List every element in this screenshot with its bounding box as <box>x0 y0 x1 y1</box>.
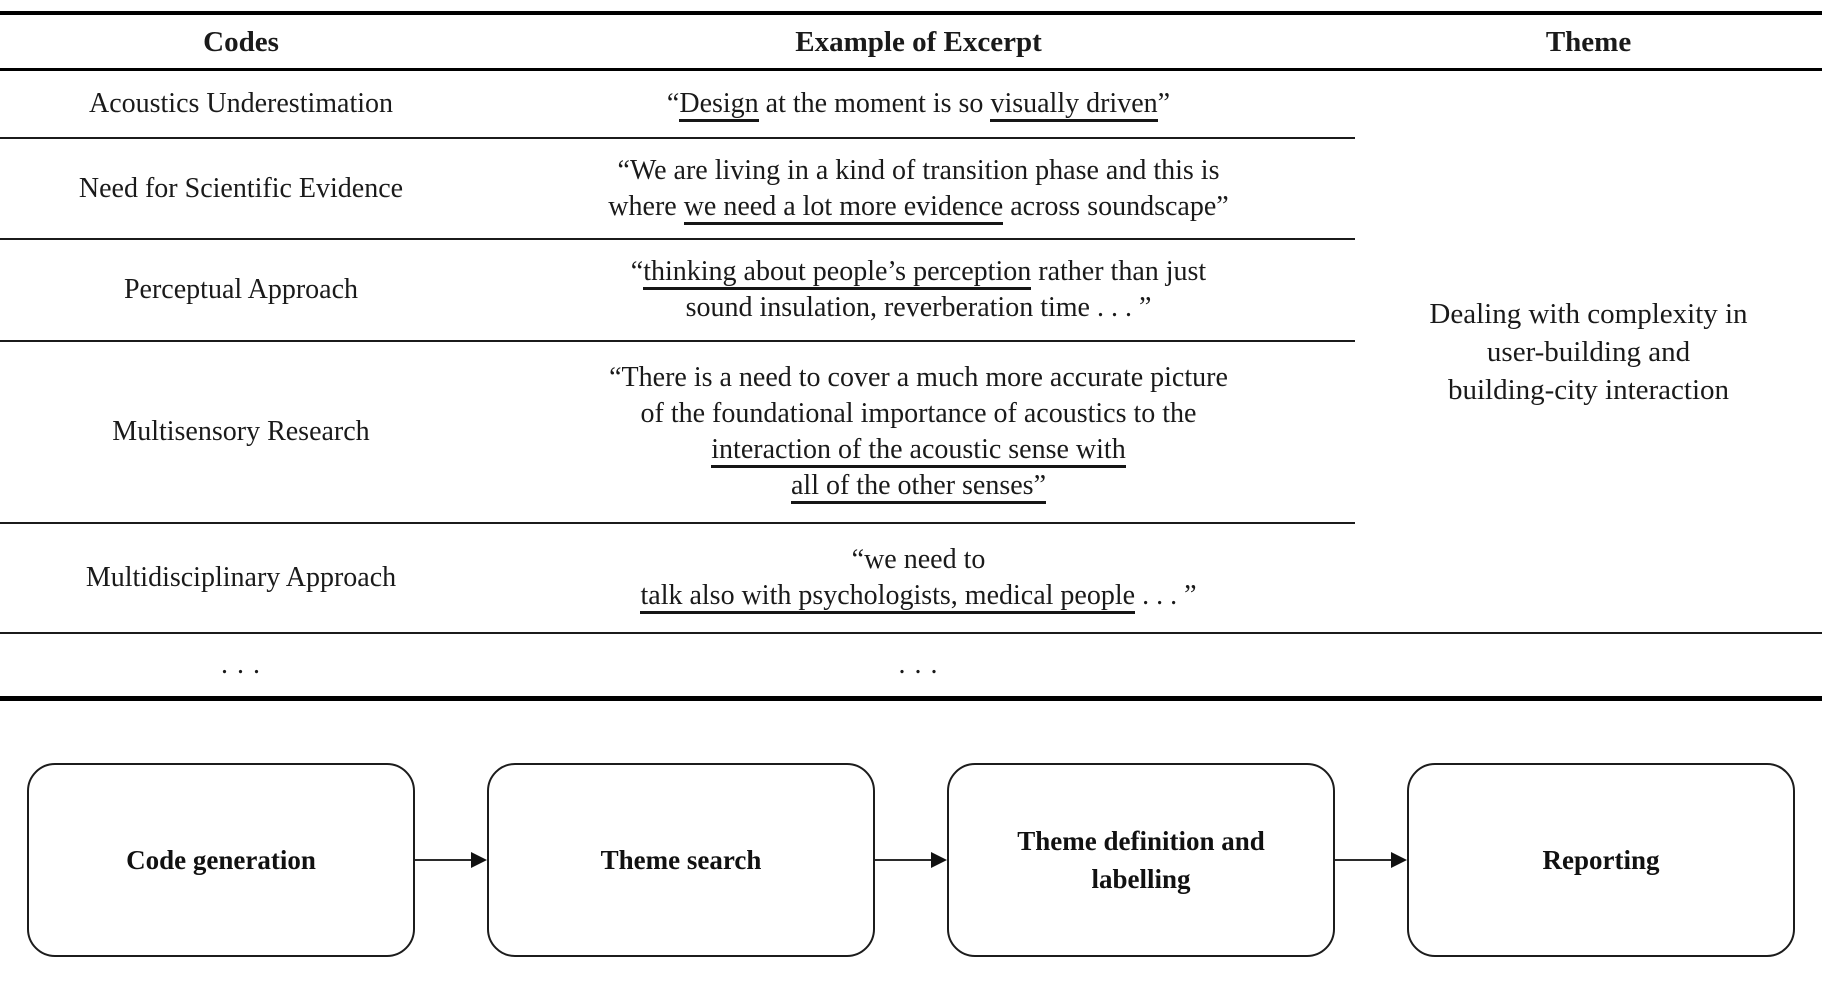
code-cell: Multisensory Research <box>0 342 482 524</box>
code-cell: Perceptual Approach <box>0 240 482 342</box>
underlined-phrase: thinking about people’s perception <box>643 256 1032 290</box>
flowchart-step-label: Code generation <box>126 845 316 875</box>
excerpt-cell: “We are living in a kind of transition p… <box>482 139 1355 240</box>
excerpt-cell: “There is a need to cover a much more ac… <box>482 342 1355 524</box>
arrow-right-icon <box>875 763 947 957</box>
excerpt-line: interaction of the acoustic sense with <box>711 432 1126 468</box>
theme-line: user-building and <box>1486 335 1691 368</box>
excerpt-line: all of the other senses” <box>790 468 1047 504</box>
flowchart-step-theme-search: Theme search <box>487 763 875 957</box>
arrow-right-icon <box>415 763 487 957</box>
codes-theme-table: Codes Example of Excerpt Theme Dealing w… <box>0 11 1822 701</box>
excerpt-line: where we need a lot more evidence across… <box>608 189 1229 225</box>
arrow-line <box>875 858 932 862</box>
code-cell: Acoustics Underestimation <box>0 71 482 139</box>
underlined-phrase: visually driven <box>990 88 1158 122</box>
arrow-line <box>1335 858 1392 862</box>
flowchart-step-label: Reporting <box>1542 845 1660 875</box>
underlined-phrase: talk also with psychologists, medical pe… <box>640 580 1136 614</box>
arrow-head-icon <box>931 852 947 868</box>
column-header-theme: Theme <box>1355 15 1822 71</box>
code-cell: Need for Scientific Evidence <box>0 139 482 240</box>
excerpt-line: “we need to <box>851 544 986 575</box>
excerpt-cell: “Design at the moment is so visually dri… <box>482 71 1355 139</box>
excerpt-line: “There is a need to cover a much more ac… <box>609 362 1228 393</box>
theme-cell: Dealing with complexity in user-building… <box>1355 71 1822 634</box>
underlined-phrase: interaction of the acoustic sense with <box>711 434 1126 468</box>
arrow-right-icon <box>1335 763 1407 957</box>
arrow-head-icon <box>471 852 487 868</box>
flowchart-step-code-generation: Code generation <box>27 763 415 957</box>
flowchart: Code generation Theme search Theme definit… <box>0 763 1822 957</box>
underlined-phrase: we need a lot more evidence <box>683 190 1004 225</box>
excerpt-line: sound insulation, reverberation time . .… <box>685 292 1152 323</box>
ellipsis-codes-cell: . . . <box>221 649 261 680</box>
excerpt-line: “thinking about people’s perception rath… <box>631 254 1206 290</box>
flowchart-step-reporting: Reporting <box>1407 763 1795 957</box>
flowchart-step-theme-definition-and-labelling: Theme definition and labelling <box>947 763 1335 957</box>
ellipsis-excerpt-cell: . . . <box>898 649 939 680</box>
excerpt-cell: “we need to talk also with psychologists,… <box>482 524 1355 634</box>
column-header-codes: Codes <box>0 15 482 71</box>
flowchart-step-label: Theme definition and labelling <box>1017 826 1265 894</box>
arrow-line <box>415 858 472 862</box>
code-cell: Multidisciplinary Approach <box>0 524 482 634</box>
excerpt-line: talk also with psychologists, medical pe… <box>640 578 1197 614</box>
theme-line: building-city interaction <box>1447 373 1730 406</box>
theme-line: Dealing with complexity in <box>1429 297 1748 330</box>
arrow-head-icon <box>1391 852 1407 868</box>
excerpt-line: “We are living in a kind of transition p… <box>617 154 1220 186</box>
excerpt-line: “Design at the moment is so visually dri… <box>667 86 1170 122</box>
underlined-phrase: Design <box>679 88 759 122</box>
flowchart-step-label: Theme search <box>600 845 762 875</box>
underlined-phrase: all of the other senses” <box>790 470 1047 504</box>
excerpt-cell: “thinking about people’s perception rath… <box>482 240 1355 342</box>
excerpt-line: of the foundational importance of acoust… <box>640 398 1197 429</box>
column-header-excerpt: Example of Excerpt <box>482 15 1355 71</box>
